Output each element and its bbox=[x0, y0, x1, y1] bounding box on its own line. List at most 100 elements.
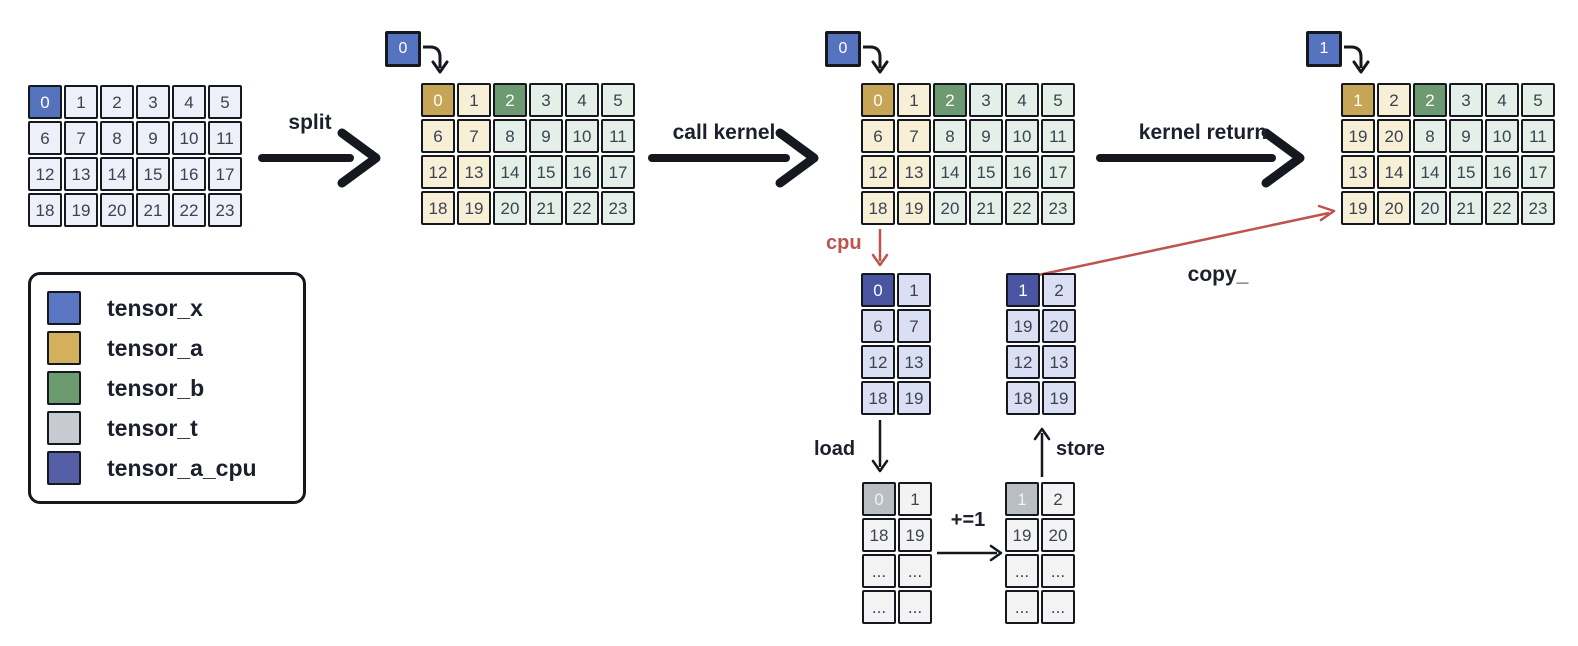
index-chip-result: 1 bbox=[1306, 31, 1342, 67]
matrix-cell: 7 bbox=[64, 121, 98, 155]
load-arrow bbox=[871, 420, 889, 473]
matrix-cell: 18 bbox=[862, 518, 896, 552]
matrix-cell: 19 bbox=[1042, 381, 1076, 415]
matrix-cell: 20 bbox=[1413, 191, 1447, 225]
matrix-cell: 19 bbox=[64, 193, 98, 227]
matrix-cell: 4 bbox=[1485, 83, 1519, 117]
matrix-cell: 18 bbox=[1006, 381, 1040, 415]
matrix-cell: 0 bbox=[28, 85, 62, 119]
legend-item-tensor_b: tensor_b bbox=[47, 371, 303, 406]
matrix-cell: 13 bbox=[897, 155, 931, 189]
matrix-cell: 16 bbox=[172, 157, 206, 191]
matrix-cell: ... bbox=[1005, 554, 1039, 588]
matrix-cell: ... bbox=[1041, 554, 1075, 588]
matrix-cell: 6 bbox=[421, 119, 455, 153]
matrix-cell: 16 bbox=[1485, 155, 1519, 189]
matrix-cell: 19 bbox=[1341, 191, 1375, 225]
matrix-cell: 2 bbox=[1042, 273, 1076, 307]
matrix-cell: 8 bbox=[100, 121, 134, 155]
matrix-cell: 1 bbox=[1006, 273, 1040, 307]
matrix-cell: ... bbox=[898, 554, 932, 588]
matrix-cell: 4 bbox=[1005, 83, 1039, 117]
legend-item-tensor_a_cpu: tensor_a_cpu bbox=[47, 451, 303, 486]
matrix-cell: 19 bbox=[1005, 518, 1039, 552]
matrix-cell: ... bbox=[1041, 590, 1075, 624]
legend-swatch-icon bbox=[47, 331, 81, 365]
matrix-cell: 17 bbox=[601, 155, 635, 189]
matrix-cell: 11 bbox=[601, 119, 635, 153]
matrix-cell: 20 bbox=[493, 191, 527, 225]
matrix-cell: 19 bbox=[1341, 119, 1375, 153]
cpu-transfer-arrow bbox=[871, 229, 889, 267]
matrix-cell: 9 bbox=[136, 121, 170, 155]
matrix-cell: 12 bbox=[861, 155, 895, 189]
split-arrow bbox=[258, 128, 381, 188]
matrix-cell: 23 bbox=[1521, 191, 1555, 225]
matrix-cell: 5 bbox=[208, 85, 242, 119]
matrix-cell: 17 bbox=[1041, 155, 1075, 189]
matrix-cell: 19 bbox=[897, 381, 931, 415]
matrix-cell: 1 bbox=[897, 273, 931, 307]
matrix-cell: 13 bbox=[1042, 345, 1076, 379]
matrix-cell: 15 bbox=[1449, 155, 1483, 189]
matrix-cell: 21 bbox=[1449, 191, 1483, 225]
matrix-cell: 22 bbox=[1005, 191, 1039, 225]
matrix-cell: 18 bbox=[28, 193, 62, 227]
matrix-cell: 6 bbox=[861, 119, 895, 153]
matrix-cell: ... bbox=[898, 590, 932, 624]
matrix-cell: 1 bbox=[1005, 482, 1039, 516]
matrix-cell: 17 bbox=[208, 157, 242, 191]
legend-swatch-icon bbox=[47, 371, 81, 405]
matrix-cell: 1 bbox=[64, 85, 98, 119]
matrix-cell: 11 bbox=[1041, 119, 1075, 153]
matrix-cell: 9 bbox=[529, 119, 563, 153]
matrix-cell: 3 bbox=[529, 83, 563, 117]
matrix-cell: 1 bbox=[898, 482, 932, 516]
matrix-cell: 11 bbox=[208, 121, 242, 155]
load-label: load bbox=[814, 438, 856, 460]
matrix-cell: 2 bbox=[493, 83, 527, 117]
matrix-cell: 20 bbox=[1042, 309, 1076, 343]
matrix-cell: 20 bbox=[1041, 518, 1075, 552]
matrix-cell: 9 bbox=[1449, 119, 1483, 153]
matrix-cell: 22 bbox=[172, 193, 206, 227]
matrix-cell: 12 bbox=[28, 157, 62, 191]
matrix-cell: 22 bbox=[1485, 191, 1519, 225]
legend-item-tensor_t: tensor_t bbox=[47, 411, 303, 446]
matrix-cell: 7 bbox=[897, 119, 931, 153]
matrix-cell: 8 bbox=[493, 119, 527, 153]
matrix-cell: 19 bbox=[457, 191, 491, 225]
matrix-cell: 20 bbox=[1377, 119, 1411, 153]
matrix-cell: 12 bbox=[861, 345, 895, 379]
matrix-cell: 13 bbox=[1341, 155, 1375, 189]
matrix-cell: 15 bbox=[529, 155, 563, 189]
matrix-cell: 16 bbox=[565, 155, 599, 189]
matrix-cell: 21 bbox=[969, 191, 1003, 225]
matrix-cell: 18 bbox=[421, 191, 455, 225]
call-kernel-label: call kernel bbox=[672, 121, 776, 144]
copy-label: copy_ bbox=[1187, 263, 1249, 286]
matrix-cell: ... bbox=[862, 590, 896, 624]
matrix-cell: 18 bbox=[861, 381, 895, 415]
matrix-cell: 19 bbox=[1006, 309, 1040, 343]
store-arrow bbox=[1033, 427, 1051, 477]
index-chip-split: 0 bbox=[385, 31, 421, 67]
index-chip-kernel: 0 bbox=[825, 31, 861, 67]
matrix-cell: 6 bbox=[861, 309, 895, 343]
matrix-cell: 14 bbox=[493, 155, 527, 189]
matrix-cell: 5 bbox=[1521, 83, 1555, 117]
matrix-cell: 13 bbox=[64, 157, 98, 191]
matrix-cell: 11 bbox=[1521, 119, 1555, 153]
matrix-cell: 21 bbox=[136, 193, 170, 227]
legend-label: tensor_x bbox=[107, 294, 203, 321]
matrix-cell: 15 bbox=[969, 155, 1003, 189]
kernel-return-label: kernel return bbox=[1138, 121, 1268, 144]
matrix-cell: 2 bbox=[933, 83, 967, 117]
matrix-cell: 10 bbox=[172, 121, 206, 155]
chip-pointer-arrow-split bbox=[423, 45, 449, 74]
matrix-cell: 2 bbox=[1413, 83, 1447, 117]
matrix-cell: 0 bbox=[421, 83, 455, 117]
matrix-cell: 10 bbox=[1485, 119, 1519, 153]
